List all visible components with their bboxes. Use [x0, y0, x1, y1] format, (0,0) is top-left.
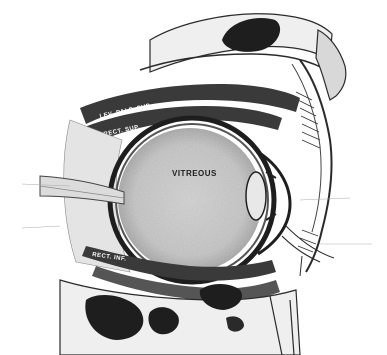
vitreous-label: VITREOUS	[172, 169, 217, 178]
eyelid-profile	[292, 30, 346, 272]
crystalline-lens	[246, 172, 266, 220]
